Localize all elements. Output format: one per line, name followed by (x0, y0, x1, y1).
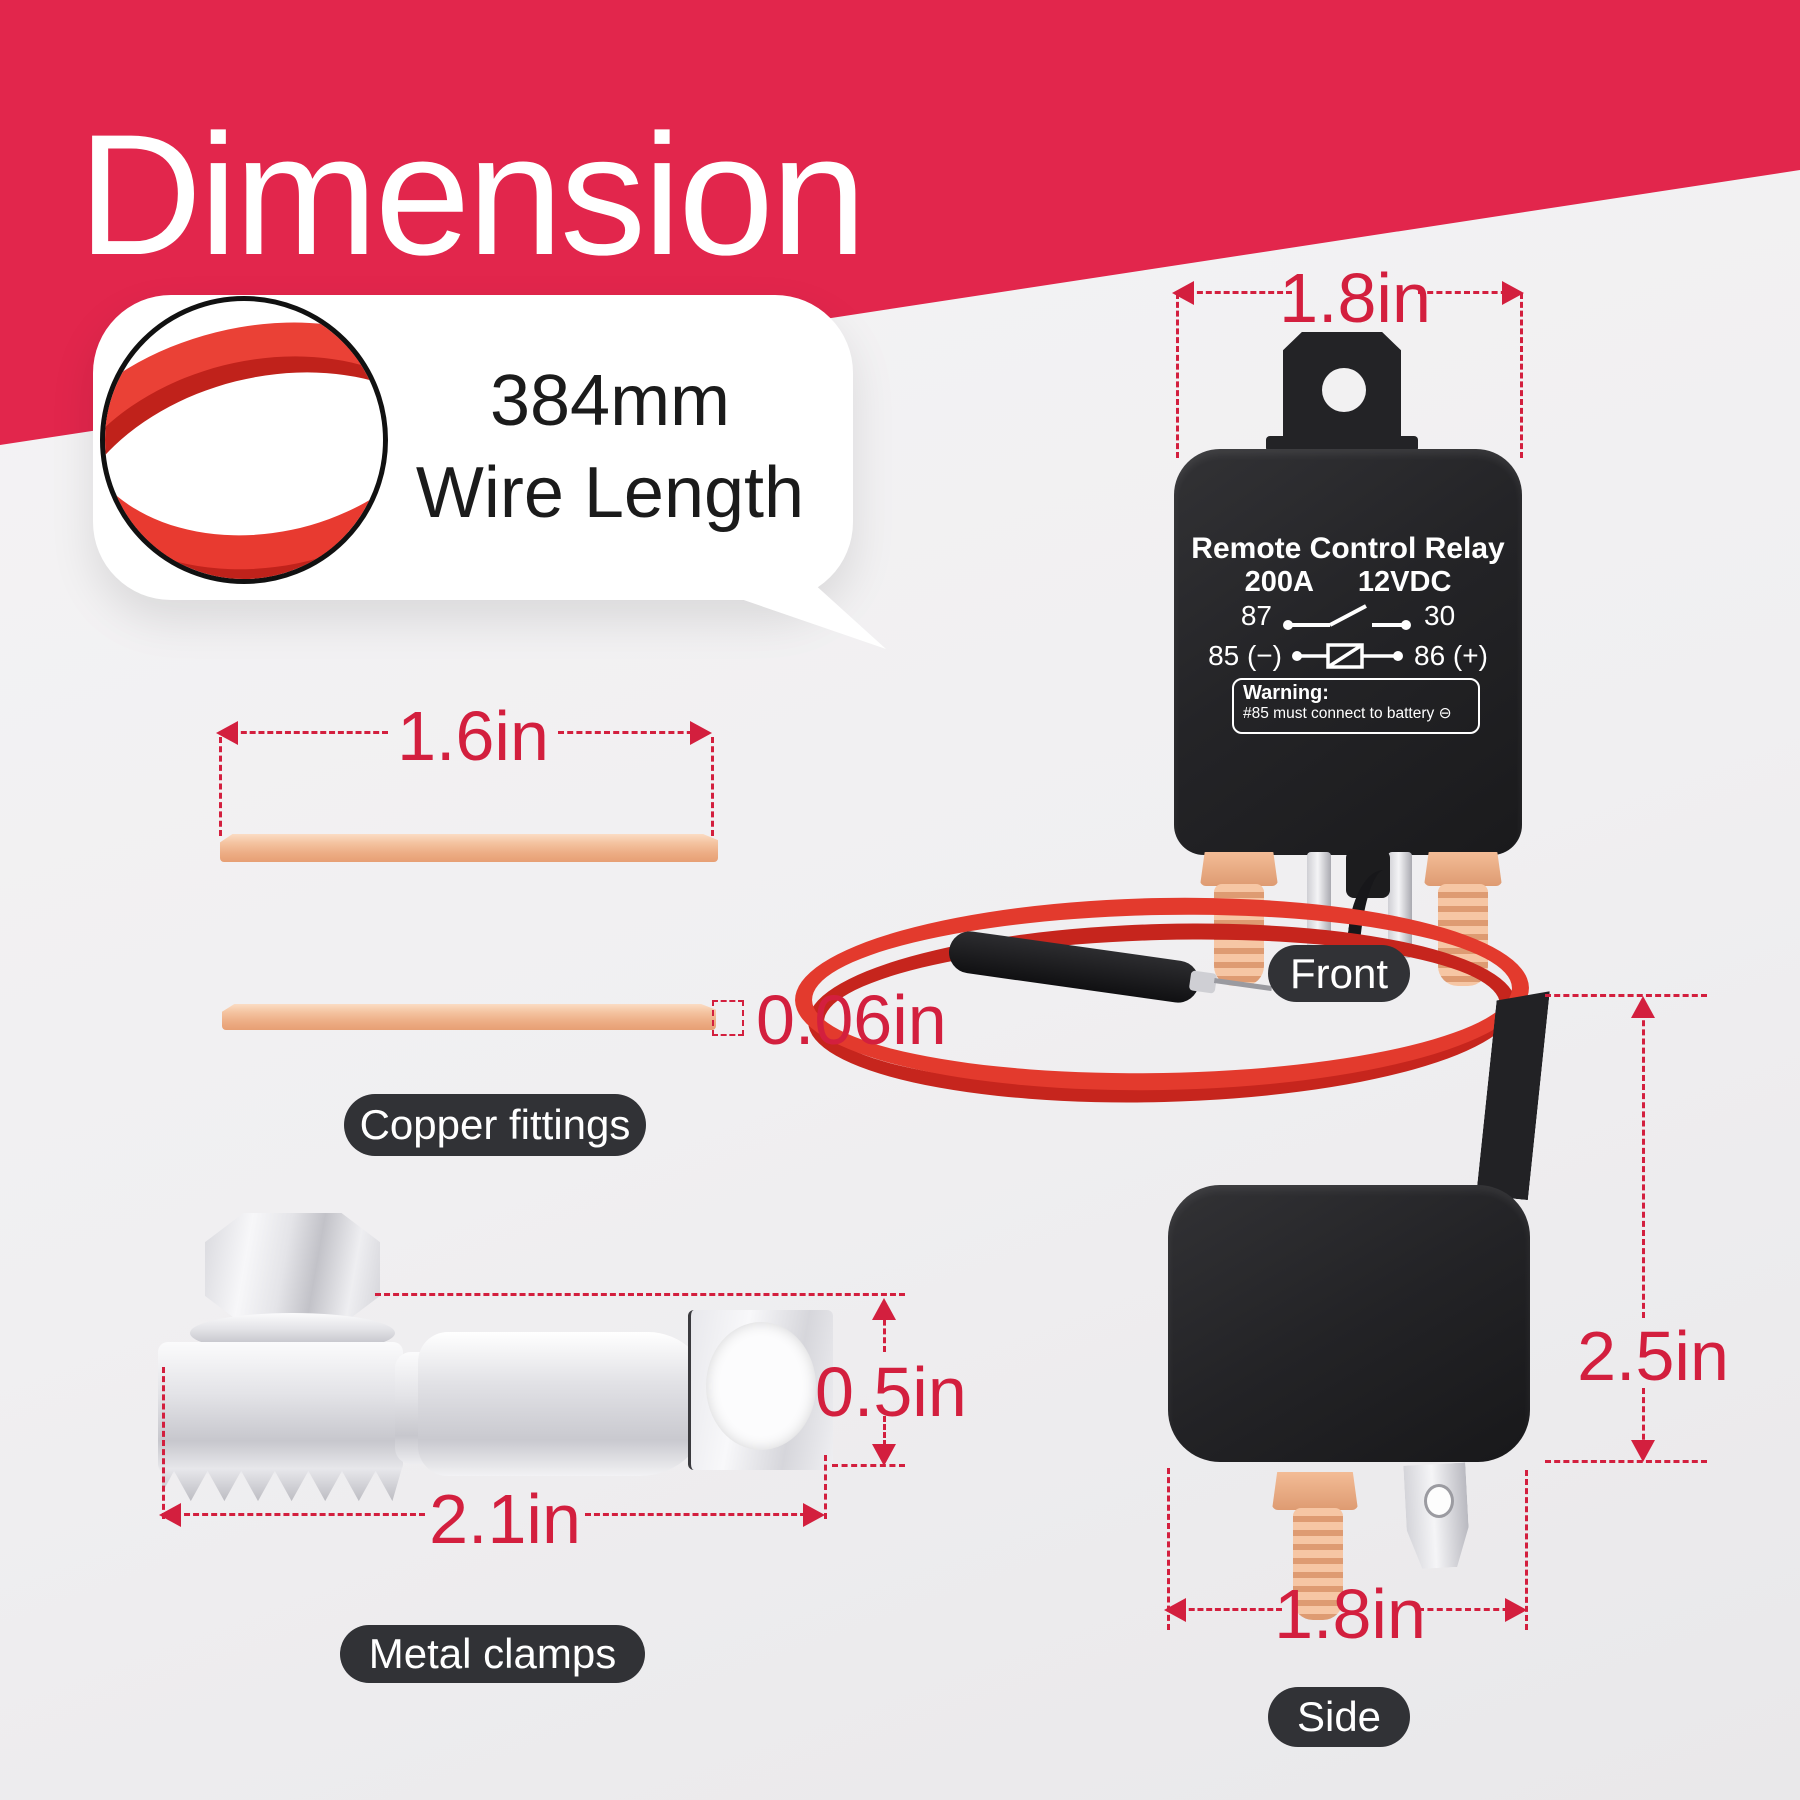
copper-strip-top (220, 834, 718, 862)
relay-connector-plug (1346, 850, 1390, 898)
clamp-height-line-top (883, 1302, 886, 1352)
relay-warning-title: Warning: (1243, 682, 1329, 704)
relay-stud-left (1214, 884, 1264, 986)
relay-product-name: Remote Control Relay (1191, 532, 1505, 565)
speech-bubble-tail (700, 585, 886, 649)
copper-length-arrow-left (216, 721, 238, 745)
side-width-label: 1.8in (1274, 1575, 1426, 1653)
relay-mounting-hole (1322, 368, 1366, 412)
page-title: Dimension (78, 99, 867, 291)
front-width-label: 1.8in (1279, 259, 1431, 337)
clamp-width-line-right (585, 1513, 815, 1516)
front-width-arrow-right (1502, 281, 1524, 305)
front-width-line-left (1188, 291, 1292, 294)
clamp-height-arrow-down (872, 1444, 896, 1466)
copper-length-extension-right (711, 737, 714, 836)
side-height-line-bottom (1642, 1388, 1645, 1458)
side-view-badge: Side (1268, 1687, 1410, 1747)
clamp-width-extension-left (162, 1367, 165, 1519)
side-stud-nut (1272, 1472, 1358, 1510)
side-height-arrow-down (1631, 1440, 1655, 1462)
clamp-height-arrow-up (872, 1298, 896, 1320)
relay-switch-row: 87 30 (1174, 598, 1522, 634)
clamp-hex-nut (205, 1213, 380, 1325)
copper-length-extension-left (219, 737, 222, 836)
front-width-extension-right (1520, 293, 1523, 458)
side-width-extension-right (1525, 1470, 1528, 1630)
metal-clamps-badge: Metal clamps (340, 1625, 645, 1683)
side-height-label: 2.5in (1577, 1317, 1729, 1395)
relay-rating-row: 200A 12VDC (1174, 566, 1522, 599)
relay-warning-text: #85 must connect to battery ⊖ (1243, 705, 1452, 722)
copper-fittings-label: Copper fittings (359, 1101, 631, 1148)
clamp-height-connector-bottom (832, 1464, 905, 1467)
relay-pin-30: 30 (1424, 600, 1456, 631)
copper-length-label: 1.6in (397, 697, 549, 775)
front-width-arrow-left (1172, 281, 1194, 305)
copper-thickness-bracket (712, 1000, 744, 1036)
side-height-connector-top (1545, 994, 1707, 997)
relay-pin-terminal-right (1388, 852, 1412, 958)
metal-clamps-label: Metal clamps (368, 1630, 617, 1677)
front-width-line-right (1418, 291, 1516, 294)
clamp-width-label: 2.1in (429, 1480, 581, 1558)
relay-pin-86: 86 (+) (1414, 640, 1488, 671)
side-width-line-right (1418, 1608, 1518, 1611)
relay-stud-right (1438, 884, 1488, 986)
copper-fittings-badge: Copper fittings (344, 1094, 646, 1156)
wire-length-value: 384mm (489, 361, 731, 441)
wire-coil-icon (100, 296, 388, 584)
side-height-connector-bottom (1545, 1460, 1707, 1463)
wire-length-caption: 384mm Wire Length (400, 355, 820, 539)
clamp-teeth (162, 1468, 402, 1502)
relay-pin-87: 87 (1240, 600, 1272, 631)
relay-warning-box: Warning: #85 must connect to battery ⊖ (1232, 678, 1480, 734)
relay-pin-85: 85 (−) (1208, 640, 1282, 671)
side-height-line-top (1642, 1002, 1645, 1318)
front-width-extension-left (1176, 293, 1179, 458)
clamp-height-label: 0.5in (815, 1353, 967, 1431)
relay-stud-collar-right (1424, 852, 1502, 886)
side-spade-hole (1424, 1484, 1454, 1518)
clamp-width-arrow-right (803, 1503, 825, 1527)
side-view-label: Side (1296, 1693, 1382, 1740)
coil-symbol-icon (1292, 643, 1403, 669)
side-width-extension-left (1167, 1468, 1170, 1630)
relay-amp-rating: 200A (1244, 566, 1314, 598)
clamp-post-hole (706, 1322, 816, 1450)
clamp-height-connector-top (375, 1293, 905, 1296)
side-width-arrow-right (1505, 1598, 1527, 1622)
clamp-height-line-bottom (883, 1416, 886, 1462)
clamp-band (418, 1332, 710, 1476)
clamp-width-extension-right (824, 1455, 827, 1519)
wire-length-text: Wire Length (415, 453, 805, 534)
relay-stud-collar-left (1200, 852, 1278, 886)
side-stud (1293, 1508, 1343, 1620)
switch-symbol-icon (1283, 604, 1411, 630)
side-width-line-left (1180, 1608, 1282, 1611)
clamp-left-block (158, 1342, 403, 1474)
clamp-width-arrow-left (159, 1503, 181, 1527)
relay-side-body (1168, 1185, 1530, 1462)
relay-tab-base (1266, 436, 1418, 452)
relay-voltage-rating: 12VDC (1357, 566, 1452, 598)
side-height-arrow-up (1631, 996, 1655, 1018)
side-width-arrow-left (1164, 1598, 1186, 1622)
copper-thickness-label: 0.06in (756, 981, 947, 1059)
copper-length-line-right (558, 731, 702, 734)
front-view-badge: Front (1268, 945, 1410, 1002)
copper-length-line-left (232, 731, 388, 734)
front-view-label: Front (1289, 949, 1389, 997)
relay-coil-row: 85 (−) 86 (+) (1174, 640, 1522, 672)
copper-length-arrow-right (690, 721, 712, 745)
clamp-width-line-left (175, 1513, 425, 1516)
copper-strip-bottom (222, 1004, 716, 1030)
